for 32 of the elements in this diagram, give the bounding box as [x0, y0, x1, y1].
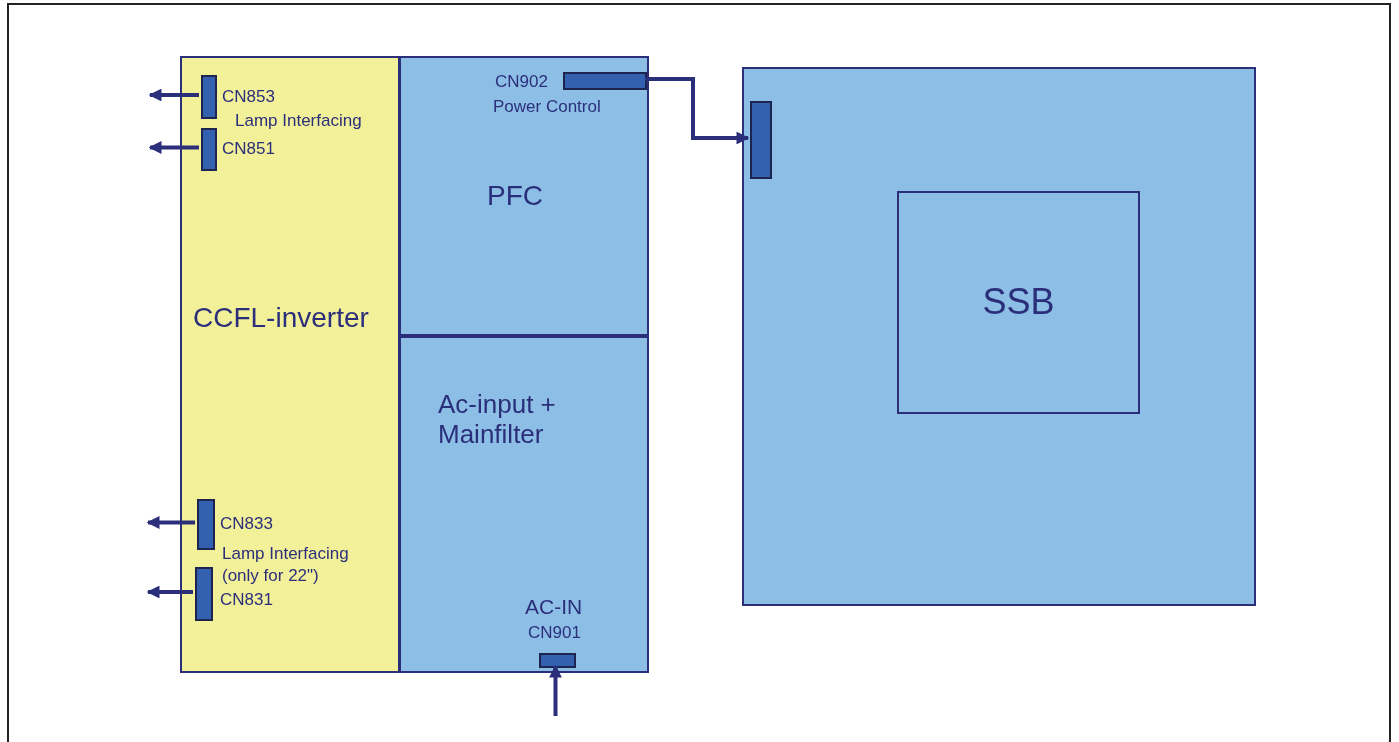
ac-input-section [399, 336, 649, 673]
connector [563, 72, 647, 90]
connector-label: CN902 [495, 71, 548, 93]
arrow [148, 141, 199, 154]
board-label: SSB [981, 280, 1056, 322]
connector-label: CN853 [222, 86, 275, 108]
connector [201, 75, 217, 119]
ssb-board [742, 67, 1256, 606]
arrow [146, 516, 195, 529]
connector-label: AC-IN [525, 594, 583, 620]
connector [201, 128, 217, 171]
arrow [148, 88, 199, 102]
arrow [549, 664, 562, 716]
board-label: Ac-input + Mainfilter [438, 390, 557, 450]
connector [539, 653, 576, 668]
arrow [645, 77, 750, 145]
pfc-section [399, 56, 649, 336]
connector-label: CN831 [220, 589, 273, 611]
lamp-interfacing-label: Lamp Interfacing (only for 22") [222, 543, 350, 588]
board-label: PFC [487, 180, 543, 213]
lamp-interfacing-label: Lamp Interfacing [235, 110, 362, 132]
connector-label: CN901 [528, 622, 581, 644]
connector [750, 101, 772, 179]
connector-label: CN851 [222, 138, 275, 160]
arrow [146, 585, 193, 599]
ssb-chip [897, 191, 1140, 414]
connector [195, 567, 213, 621]
connector-label: Power Control [493, 96, 601, 118]
inverter-board [180, 56, 400, 673]
connector-label: CN833 [220, 513, 273, 535]
board-label: CCFL-inverter [193, 302, 369, 335]
connector [197, 499, 215, 550]
